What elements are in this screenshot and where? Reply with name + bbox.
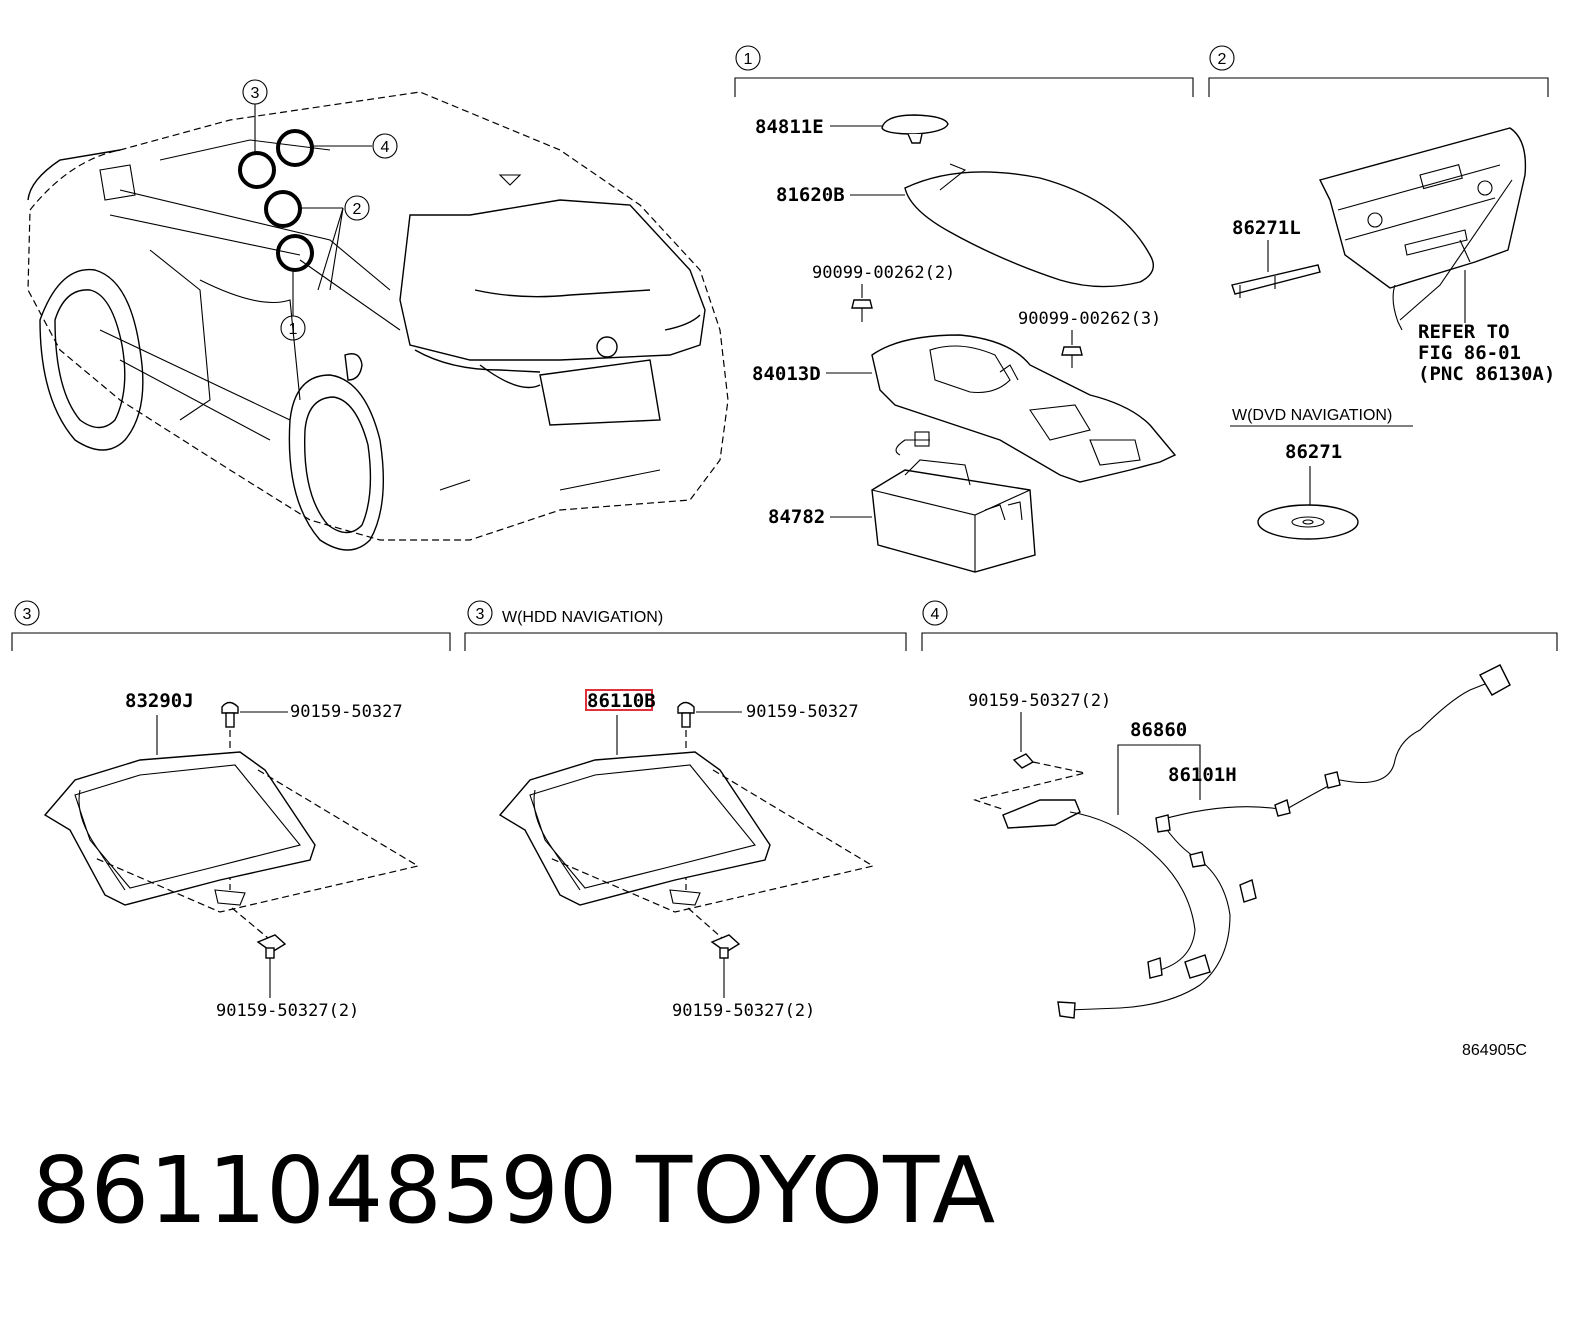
hdd-navigation-label: W(HDD NAVIGATION) [502, 609, 663, 626]
section-3-display: 3 83290J 90159-50327 90159-50327(2) [11, 600, 451, 1021]
section-1-bracket [734, 77, 1194, 97]
callout-circle-1 [280, 315, 306, 341]
section-3-bracket [11, 632, 451, 651]
location-circle-4 [276, 129, 314, 167]
label-84782: 84782 [768, 506, 825, 528]
section-2-number: 2 [1218, 51, 1227, 68]
section-3-hdd-number: 3 [476, 606, 485, 623]
section-3-marker [14, 600, 40, 626]
callout-circle-3 [242, 79, 268, 105]
label-86101H: 86101H [1168, 764, 1237, 786]
part-84013D [871, 334, 1177, 483]
dvd-navigation-label: W(DVD NAVIGATION) [1232, 407, 1392, 424]
section-2-marker [1209, 45, 1235, 71]
part-86271L [1231, 264, 1321, 295]
part-81620B [904, 171, 1154, 288]
footer-brand: TOYOTA [635, 1137, 995, 1244]
label-84013D: 84013D [752, 363, 821, 385]
part-screw-90099-3 [1061, 346, 1083, 356]
section-4-bracket [921, 632, 1558, 651]
section-1-marker [735, 45, 761, 71]
section-1: 1 84811E 81620B 90099-00262(2) 90099-002… [734, 45, 1194, 573]
label-86271: 86271 [1285, 441, 1342, 463]
location-circle-3 [238, 151, 276, 189]
label-bolt-top-3b: 90159-50327 [746, 702, 859, 722]
refer-note-line-2: FIG 86-01 [1418, 342, 1521, 364]
section-2: 2 86271L REFER TO FIG 86-01 (PNC 86130A)… [1208, 45, 1555, 540]
label-86110B: 86110B [587, 690, 656, 712]
callout-2-number: 2 [353, 201, 362, 218]
label-bolt-bottom-3b: 90159-50327(2) [672, 1001, 815, 1021]
section-4: 4 90159-50327(2) 86860 86101H [921, 600, 1558, 1019]
section-3-hdd-bracket [464, 632, 907, 651]
label-bolt-bottom-3a: 90159-50327(2) [216, 1001, 359, 1021]
label-90099-00262-3: 90099-00262(3) [1018, 309, 1161, 329]
part-86860-bracket [1002, 799, 1081, 829]
part-84811E [881, 114, 949, 135]
label-86860: 86860 [1130, 719, 1187, 741]
footer-part-number: 8611048590 [32, 1137, 617, 1244]
section-2-bracket [1208, 77, 1549, 97]
label-bolt-4: 90159-50327(2) [968, 691, 1111, 711]
refer-note-line-1: REFER TO [1418, 321, 1510, 343]
location-circle-2 [264, 190, 302, 228]
label-bolt-top-3a: 90159-50327 [290, 702, 403, 722]
callout-circle-2 [344, 195, 370, 221]
label-90099-00262-2: 90099-00262(2) [812, 263, 955, 283]
highlight-box [585, 689, 653, 711]
figure-code: 864905C [1462, 1042, 1527, 1059]
location-circle-1 [276, 234, 314, 272]
callout-3-number: 3 [251, 85, 260, 102]
label-81620B: 81620B [776, 184, 845, 206]
callout-circle-4 [372, 133, 398, 159]
part-86271-disc [1257, 504, 1359, 540]
label-86271L: 86271L [1232, 217, 1301, 239]
label-83290J: 83290J [125, 690, 194, 712]
part-screw-90099-2 [851, 299, 873, 309]
callout-4-number: 4 [381, 139, 390, 156]
section-3-hdd: 3 W(HDD NAVIGATION) 86110B 90159-50327 9… [464, 600, 907, 1021]
section-1-number: 1 [744, 51, 753, 68]
part-head-unit [1318, 127, 1527, 289]
section-3-hdd-marker [467, 600, 493, 626]
refer-note-line-3: (PNC 86130A) [1418, 363, 1555, 385]
part-84782 [871, 469, 1036, 573]
section-4-marker [922, 600, 948, 626]
section-3-number: 3 [23, 606, 32, 623]
label-84811E: 84811E [755, 116, 824, 138]
callout-1-number: 1 [289, 321, 298, 338]
section-4-number: 4 [931, 606, 940, 623]
vehicle-illustration: 3 4 2 1 [27, 79, 729, 551]
